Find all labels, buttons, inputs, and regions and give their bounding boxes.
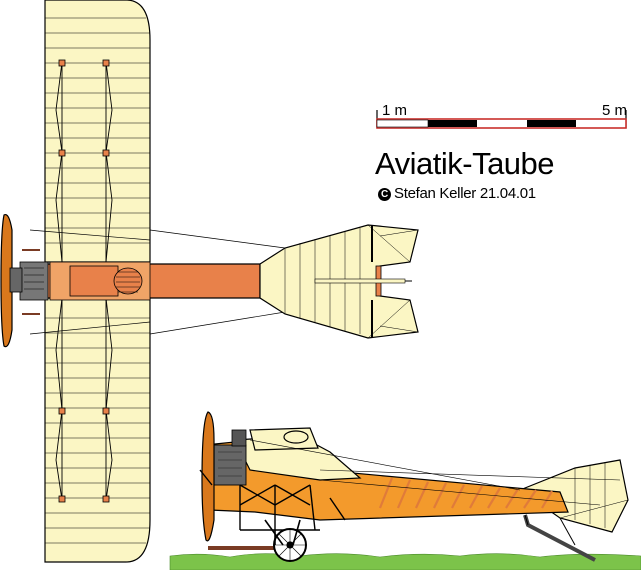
wing-fittings bbox=[58, 59, 110, 503]
scale-bar bbox=[376, 110, 627, 129]
drawing-title: Aviatik-Taube bbox=[375, 146, 555, 181]
wheel bbox=[273, 528, 307, 562]
engine-top bbox=[19, 261, 49, 301]
windscreen bbox=[283, 430, 309, 444]
struts-side bbox=[199, 469, 346, 531]
top-view bbox=[0, 0, 419, 563]
lower-wing bbox=[44, 297, 151, 563]
propeller-side bbox=[201, 411, 215, 542]
propeller-top bbox=[0, 213, 13, 348]
credit-text: Stefan Keller 21.04.01 bbox=[394, 185, 536, 202]
scale-end-label: 5 m bbox=[602, 102, 628, 119]
fuselage-hatching bbox=[378, 477, 553, 509]
upper-wing-ribs bbox=[45, 17, 150, 244]
scale-start-label: 1 m bbox=[382, 102, 408, 119]
lower-wing-ribs bbox=[45, 317, 150, 544]
engine-cowl bbox=[113, 267, 143, 295]
copyright-icon: C bbox=[378, 188, 391, 201]
engine-side bbox=[213, 444, 247, 486]
ground-grass bbox=[169, 553, 641, 570]
upper-wing bbox=[44, 0, 151, 263]
side-view bbox=[169, 411, 641, 570]
gear-top bbox=[22, 249, 40, 315]
